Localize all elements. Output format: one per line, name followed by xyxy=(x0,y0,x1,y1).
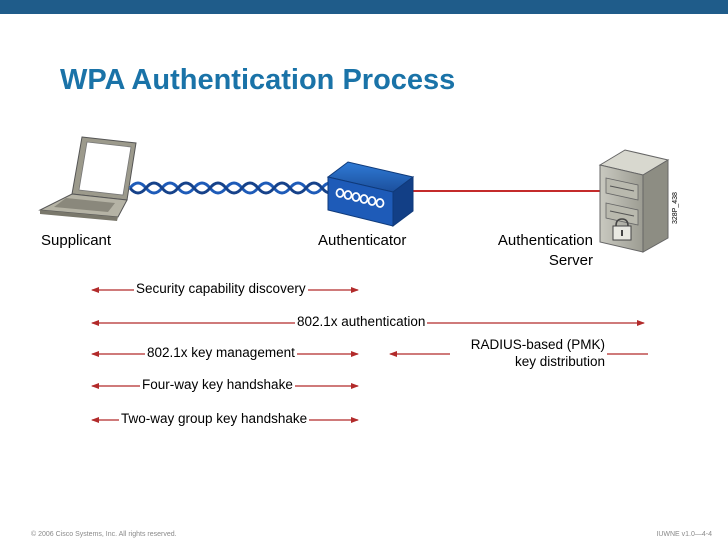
access-point-icon xyxy=(326,161,415,227)
server-icon xyxy=(598,149,670,253)
flow-label-8021x-authentication: 802.1x authentication xyxy=(295,314,428,329)
lock-icon xyxy=(612,218,632,241)
slide-title: WPA Authentication Process xyxy=(60,64,456,96)
flow-label-radius-pmk-line1: RADIUS-based (PMK) xyxy=(450,336,607,353)
flow-label-security-capability-discovery: Security capability discovery xyxy=(134,281,308,296)
footer-copyright: © 2006 Cisco Systems, Inc. All rights re… xyxy=(31,531,177,538)
flow-label-four-way-handshake: Four-way key handshake xyxy=(140,377,295,392)
footer-course-id: IUWNE v1.0—4-4 xyxy=(656,531,712,538)
auth-server-label-line2: Server xyxy=(548,252,593,269)
wireless-signal-icon xyxy=(128,181,340,195)
flow-label-two-way-group-handshake: Two-way group key handshake xyxy=(119,411,310,426)
flow-label-radius-pmk-line2: key distribution xyxy=(450,353,607,370)
figure-id: 328P_438 xyxy=(672,192,679,224)
auth-server-label-line1: Authentication xyxy=(497,232,593,249)
supplicant-label: Supplicant xyxy=(41,232,112,249)
top-banner xyxy=(0,0,728,14)
laptop-icon xyxy=(38,136,137,221)
flow-label-8021x-key-management: 802.1x key management xyxy=(145,345,297,360)
authenticator-label: Authenticator xyxy=(318,232,407,249)
